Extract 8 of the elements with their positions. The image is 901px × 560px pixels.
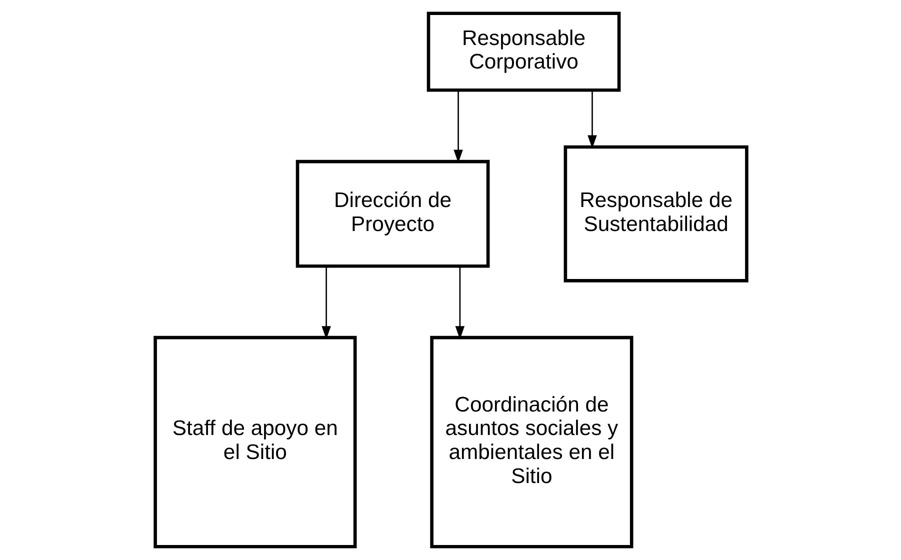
node-box: Coordinación de asuntos sociales y ambientales en el Sitio xyxy=(430,336,633,548)
node-box: Dirección de Proyecto xyxy=(295,160,490,268)
arrow xyxy=(321,266,330,340)
node-box: Responsable de Sustentabilidad xyxy=(563,145,748,282)
arrow xyxy=(454,266,464,340)
arrow xyxy=(453,90,462,163)
node-box: Staff de apoyo en el Sitio xyxy=(153,336,356,548)
node-box: Responsable Corporativo xyxy=(426,12,620,92)
